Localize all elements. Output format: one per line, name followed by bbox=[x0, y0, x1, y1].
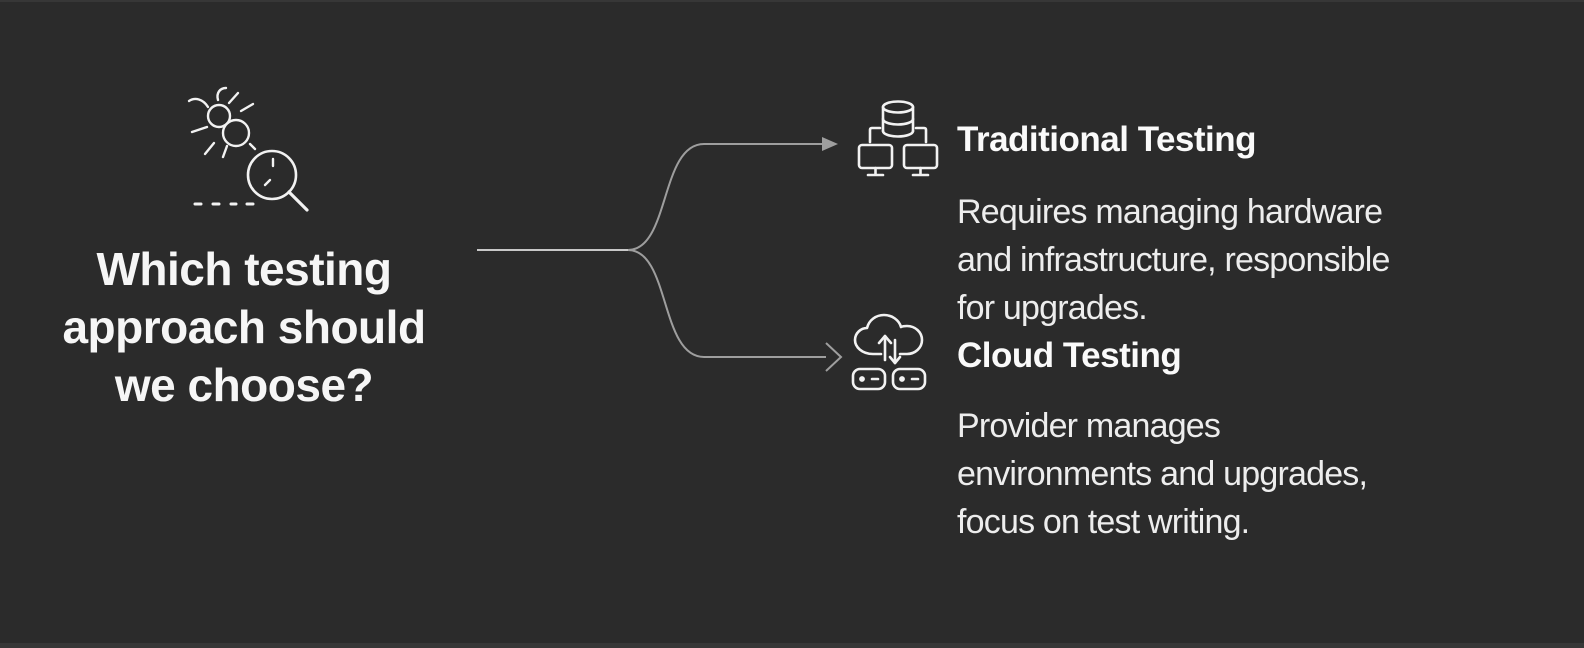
upper-branch-line bbox=[627, 143, 822, 251]
database-monitors-icon bbox=[853, 95, 943, 183]
desc-line: Requires managing hardware bbox=[957, 193, 1383, 231]
lower-arrowhead bbox=[825, 342, 843, 372]
root-question: Which testing approach should we choose? bbox=[38, 240, 450, 414]
desc-line: and infrastructure, responsible bbox=[957, 241, 1390, 279]
lower-branch-line bbox=[627, 249, 826, 358]
desc-line: environments and upgrades, bbox=[957, 455, 1368, 493]
cloud-sync-servers-icon bbox=[849, 312, 929, 396]
top-edge-divider bbox=[0, 0, 1584, 2]
desc-line: focus on test writing. bbox=[957, 503, 1250, 541]
branch-title-cloud: Cloud Testing bbox=[957, 336, 1182, 375]
bottom-edge-divider bbox=[0, 643, 1584, 648]
upper-arrowhead bbox=[822, 137, 838, 151]
branch-desc-cloud: Provider manages environments and upgrad… bbox=[957, 402, 1517, 546]
bug-search-icon bbox=[183, 86, 315, 218]
question-line: we choose? bbox=[114, 359, 374, 411]
desc-line: Provider manages bbox=[957, 407, 1221, 445]
question-line: Which testing bbox=[96, 243, 392, 295]
branch-desc-traditional: Requires managing hardware and infrastru… bbox=[957, 188, 1517, 332]
desc-line: for upgrades. bbox=[957, 289, 1148, 327]
question-line: approach should bbox=[62, 301, 426, 353]
branch-connector bbox=[470, 128, 860, 378]
branch-title-traditional: Traditional Testing bbox=[957, 120, 1257, 159]
